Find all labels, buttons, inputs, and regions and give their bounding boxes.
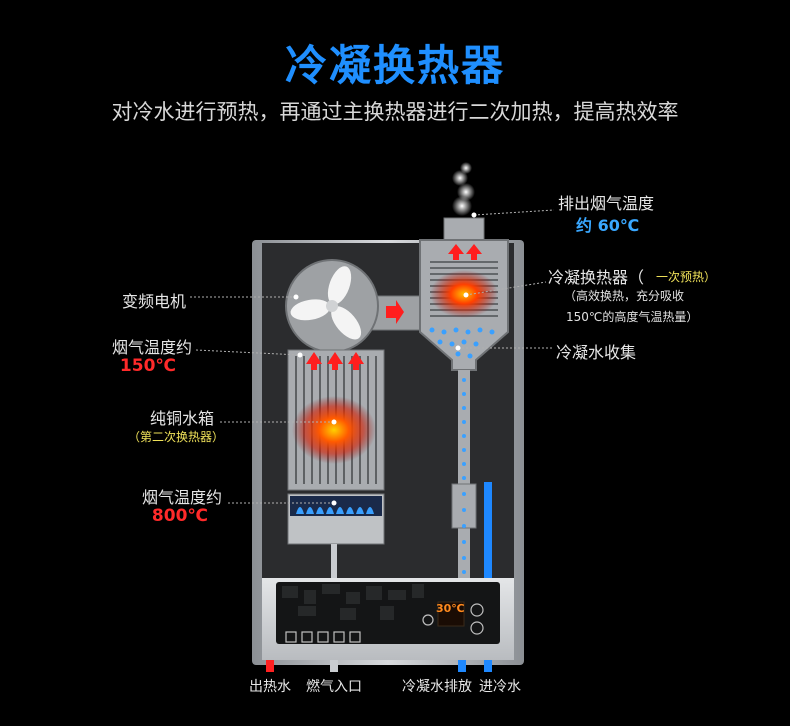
label-copper-tank-note: （第二次换热器） bbox=[127, 430, 224, 444]
burner-flames-icon bbox=[296, 507, 374, 514]
condensate-pipe bbox=[458, 370, 470, 580]
hot-water-outlet bbox=[266, 660, 274, 672]
condensate-droplets-icon bbox=[429, 327, 495, 359]
label-condensate-drain: 冷凝水排放 bbox=[402, 679, 472, 695]
label-condenser-note: 一次预热） bbox=[656, 270, 717, 284]
exhaust-chimney bbox=[443, 217, 485, 243]
panel-knob-up-icon bbox=[470, 603, 484, 617]
gas-inlet-connector bbox=[330, 660, 338, 672]
label-cold-water-in: 进冷水 bbox=[479, 679, 521, 695]
exhaust-arrows-up-icon bbox=[448, 244, 482, 260]
label-flue-temp-low-title: 烟气温度约 bbox=[141, 488, 222, 507]
label-exhaust-temp-value: 约 60℃ bbox=[576, 216, 640, 235]
panel-knob-down-icon bbox=[470, 621, 484, 635]
steam-icon bbox=[452, 162, 475, 216]
panel-buttons-icon bbox=[285, 631, 361, 643]
label-condenser-title: 冷凝换热器（ bbox=[548, 268, 645, 287]
label-hot-water-out: 出热水 bbox=[249, 679, 291, 695]
condensate-trap bbox=[451, 483, 477, 529]
brand-logo-icon bbox=[422, 614, 434, 626]
label-condenser-desc-1: （高效换热，充分吸收 bbox=[564, 289, 685, 303]
label-copper-tank: 纯铜水箱 bbox=[149, 409, 214, 428]
condensate-pipe-drops-icon bbox=[462, 378, 466, 574]
cold-water-inlet-connector bbox=[484, 660, 492, 672]
label-flue-temp-mid-value: 150℃ bbox=[119, 356, 176, 376]
page-title: 冷凝换热器 bbox=[284, 41, 505, 90]
label-condensate-collect: 冷凝水收集 bbox=[556, 343, 637, 362]
temperature-display bbox=[437, 601, 465, 627]
label-condenser-desc-2: 150℃的高度气温热量） bbox=[566, 310, 699, 324]
label-flue-temp-low-value: 800℃ bbox=[151, 506, 208, 526]
label-gas-in: 燃气入口 bbox=[306, 679, 362, 695]
condensate-drain-connector bbox=[458, 660, 466, 672]
flow-arrow-right-icon bbox=[386, 300, 404, 324]
label-exhaust-temp-title: 排出烟气温度 bbox=[558, 194, 655, 213]
leader-dots bbox=[293, 212, 477, 506]
label-flue-temp-mid-title: 烟气温度约 bbox=[111, 338, 192, 357]
label-motor: 变频电机 bbox=[121, 292, 186, 311]
control-panel-pattern bbox=[282, 584, 424, 620]
copper-tank-heat-glow bbox=[292, 396, 376, 464]
page-subtitle: 对冷水进行预热，再通过主换热器进行二次加热，提高热效率 bbox=[111, 100, 679, 124]
cold-water-pipe bbox=[484, 482, 492, 580]
fan-blades-icon bbox=[290, 266, 362, 340]
leader-lines bbox=[190, 209, 555, 504]
display-temperature: 30℃ bbox=[436, 602, 465, 615]
flow-arrows-up-icon bbox=[306, 352, 364, 370]
